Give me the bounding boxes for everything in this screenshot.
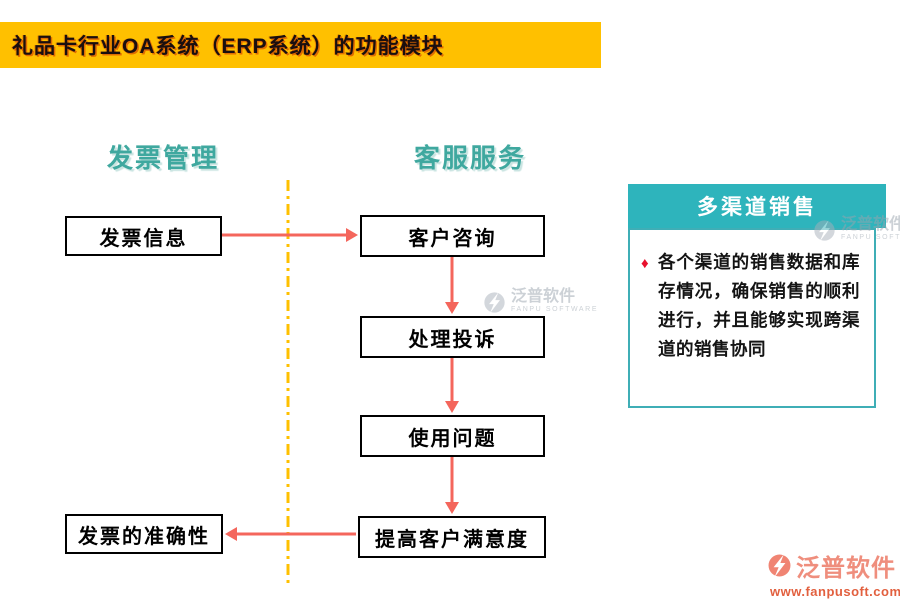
fanpu-logo-icon bbox=[768, 554, 791, 578]
brand-name: 泛普软件 bbox=[796, 555, 896, 582]
panel-bullet-text: 各个渠道的销售数据和库存情况，确保销售的顺利进行，并且能够实现跨渠道的销售协同 bbox=[658, 252, 860, 359]
brand-logo: 泛普软件 www.fanpusoft.com bbox=[766, 548, 900, 599]
diamond-bullet-icon: ♦ bbox=[641, 255, 649, 272]
panel-body: ♦ 各个渠道的销售数据和库存情况，确保销售的顺利进行，并且能够实现跨渠道的销售协… bbox=[628, 228, 876, 408]
flow-box-handle-complaints: 处理投诉 bbox=[360, 316, 545, 358]
panel-header-multichannel-sales: 多渠道销售 bbox=[628, 184, 886, 228]
flow-box-invoice-accuracy: 发票的准确性 bbox=[65, 514, 223, 554]
arrow-issues-to-satisfaction bbox=[445, 455, 459, 514]
fanpu-logo-icon bbox=[814, 220, 835, 242]
arrow-consult-to-complaints bbox=[445, 255, 459, 314]
watermark-name: 泛普软件 bbox=[511, 288, 576, 305]
brand-url: www.fanpusoft.com bbox=[770, 584, 900, 599]
flow-box-customer-consult: 客户咨询 bbox=[360, 215, 545, 257]
fanpu-logo-icon bbox=[484, 292, 505, 314]
watermark-subtitle: FANPU SOFTWARE bbox=[841, 234, 900, 241]
watermark-subtitle: FANPU SOFTWARE bbox=[511, 306, 599, 313]
column-header-customer-service: 客服服务 bbox=[413, 143, 526, 173]
title-banner: 礼品卡行业OA系统（ERP系统）的功能模块 bbox=[0, 22, 601, 68]
watermark-center: 泛普软件 FANPU SOFTWARE bbox=[482, 288, 598, 315]
arrow-complaints-to-issues bbox=[445, 356, 459, 413]
page-title: 礼品卡行业OA系统（ERP系统）的功能模块 bbox=[12, 35, 444, 58]
watermark-panel: 泛普软件 FANPU SOFTWARE bbox=[812, 216, 900, 243]
flow-box-improve-satisfaction: 提高客户满意度 bbox=[358, 516, 546, 558]
arrow-satisfaction-to-accuracy bbox=[225, 527, 356, 541]
watermark-name: 泛普软件 bbox=[841, 216, 900, 233]
column-header-invoice-management: 发票管理 bbox=[106, 143, 219, 173]
flow-box-invoice-info: 发票信息 bbox=[65, 216, 222, 256]
flow-box-usage-issues: 使用问题 bbox=[360, 415, 545, 457]
arrow-invoice-info-to-consult bbox=[222, 228, 358, 242]
